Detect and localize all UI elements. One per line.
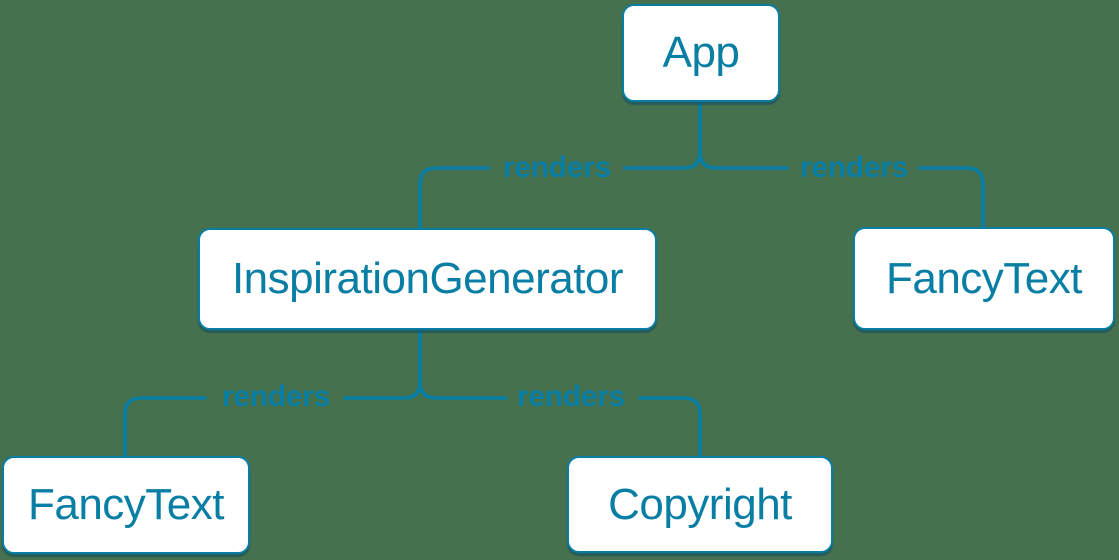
- node-fancy-text-top: FancyText: [853, 227, 1115, 330]
- node-app: App: [622, 4, 780, 102]
- node-fancy-text-bottom-label: FancyText: [27, 480, 225, 529]
- edge-app-to-fancytext: [698, 100, 985, 229]
- edge-label-inspirationgenerator-copyright: renders: [517, 380, 625, 413]
- edge-inspirationgenerator-to-copyright: [418, 328, 702, 457]
- node-inspiration-generator: InspirationGenerator: [198, 228, 657, 330]
- edge-label-app-fancytext: renders: [800, 151, 908, 184]
- node-inspiration-generator-label: InspirationGenerator: [231, 254, 624, 303]
- node-fancy-text-top-label: FancyText: [885, 253, 1083, 303]
- node-copyright-label: Copyright: [608, 479, 792, 529]
- edge-label-app-inspirationgenerator: renders: [503, 151, 611, 184]
- node-copyright: Copyright: [567, 456, 833, 553]
- node-app-label: App: [662, 28, 740, 77]
- node-fancy-text-bottom: FancyText: [2, 456, 250, 554]
- edge-label-inspirationgenerator-fancytext: renders: [222, 380, 330, 413]
